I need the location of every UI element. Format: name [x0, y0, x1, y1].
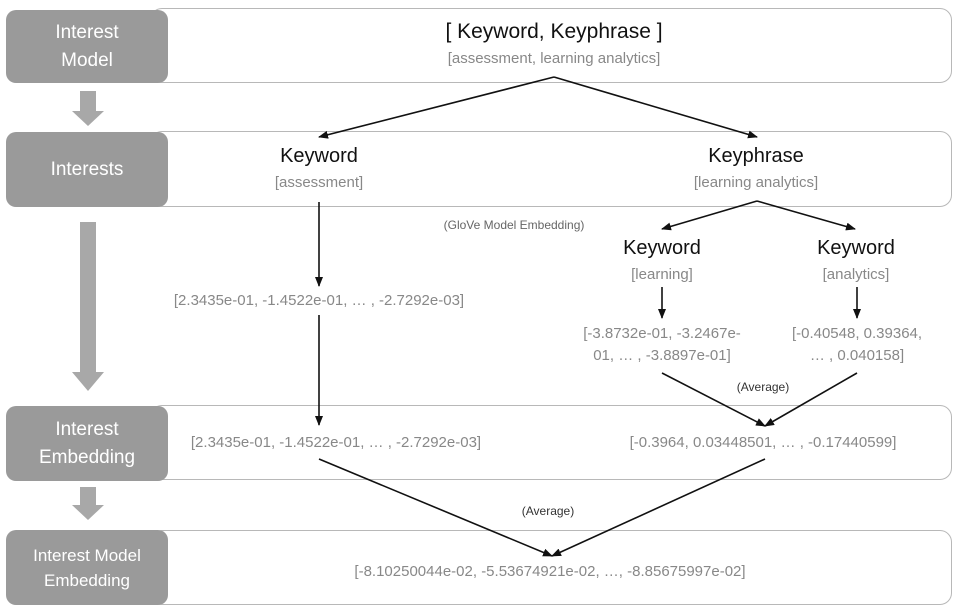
- stage-interests: Interests: [6, 132, 168, 207]
- interests-keyphrase-label: Keyphrase: [708, 145, 804, 167]
- stage-arrow-3: [72, 487, 104, 520]
- stage-interest-model-label: Interest Model: [55, 21, 119, 71]
- interest-model-example: [assessment, learning analytics]: [447, 50, 661, 67]
- stage-arrow-1: [72, 91, 104, 126]
- learning-vector: [-3.8732e-01, -3.2467e- 01, … , -3.8897e…: [583, 325, 741, 364]
- arrow-keyword-embedding-to-model: [318, 458, 553, 557]
- keyword-learning-label: Keyword: [623, 237, 701, 259]
- interest-model-embedding-vector: [-8.10250044e-02, -5.53674921e-02, …, -8…: [354, 563, 746, 580]
- interest-model-format: [ Keyword, Keyphrase ]: [445, 20, 663, 43]
- keyword-learning-example: [learning]: [631, 266, 693, 283]
- stage-interest-model-embedding-label: Interest Model Embedding: [33, 545, 141, 590]
- interests-keyword-label: Keyword: [280, 145, 358, 167]
- arrow-to-keyword: [318, 76, 555, 139]
- arrow-learning-to-average: [661, 372, 766, 427]
- arrow-keyphrase-embedding-to-model: [551, 458, 766, 557]
- stage-interest-embedding-label: Interest Embedding: [38, 418, 136, 468]
- average-note-model: (Average): [521, 504, 575, 518]
- keyphrase-interest-embedding: [-0.3964, 0.03448501, … , -0.17440599]: [629, 434, 897, 451]
- analytics-vector: [-0.40548, 0.39364, … , 0.040158]: [791, 325, 923, 364]
- stage-arrow-2: [72, 222, 104, 391]
- interests-keyphrase-example: [learning analytics]: [693, 174, 819, 191]
- arrow-to-keyphrase: [553, 76, 758, 139]
- row-box-interests: [150, 131, 952, 207]
- row-box-interest-model-embedding: [150, 530, 952, 605]
- stage-interest-model: Interest Model: [6, 10, 168, 83]
- stage-interests-label: Interests: [50, 158, 124, 180]
- arrow-analytics-to-average: [764, 372, 858, 427]
- assessment-vector: [2.3435e-01, -1.4522e-01, … , -2.7292e-0…: [173, 292, 465, 309]
- arrow-to-keyword-learning: [661, 200, 758, 231]
- interests-keyword-example: [assessment]: [274, 174, 364, 191]
- row-box-interest-embedding: [150, 405, 952, 480]
- row-box-interest-model: [150, 8, 952, 83]
- stage-interest-embedding: Interest Embedding: [6, 406, 168, 481]
- arrow-to-keyword-analytics: [756, 200, 856, 231]
- keyword-interest-embedding: [2.3435e-01, -1.4522e-01, … , -2.7292e-0…: [190, 434, 482, 451]
- keyword-analytics-example: [analytics]: [822, 266, 890, 283]
- glove-embedding-note: (GloVe Model Embedding): [443, 218, 585, 232]
- average-note-keyphrase: (Average): [736, 380, 790, 394]
- keyword-analytics-label: Keyword: [817, 237, 895, 259]
- stage-interest-model-embedding: Interest Model Embedding: [6, 530, 168, 605]
